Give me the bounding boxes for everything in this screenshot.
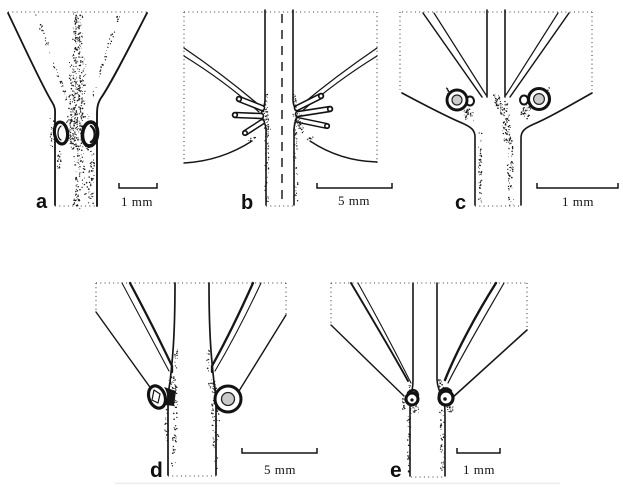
panel-e-branch-left-outer: [330, 324, 405, 397]
panel-d-scalebar: 5 mm: [241, 448, 318, 477]
panel-e-branch-right-mid: [447, 282, 505, 384]
panel-c-label: c: [455, 192, 466, 214]
panel-d-branch-right-thick: [210, 281, 255, 374]
panel-b-scalebar: 5 mm: [316, 183, 393, 208]
panel-b-leafbase-curve-left: [183, 140, 253, 164]
panel-d-stem-edge-right: [208, 282, 217, 476]
panel-c: c 1 mm: [399, 9, 619, 214]
panel-e-scalebar: 1 mm: [456, 448, 501, 477]
panel-d-branch-left-thick: [128, 281, 174, 374]
panel-e-branch-left-inner: [350, 282, 409, 382]
panel-d: d 5 mm: [95, 281, 318, 482]
panel-c-branch-left-outer: [422, 12, 483, 98]
panel-b-stipel-glands: [231, 92, 334, 137]
panel-e-label: e: [390, 459, 402, 482]
panel-e-gland-right: [437, 387, 455, 407]
panel-c-branch-right-inner: [505, 12, 559, 96]
panel-c-scalebar: 1 mm: [536, 183, 619, 209]
panel-e-stem-edge-left: [409, 282, 414, 477]
panel-a-scalebar-text: 1 mm: [121, 194, 153, 209]
panel-d-petiole-line-left: [95, 311, 153, 391]
scan-artifact-line: [115, 482, 560, 485]
panel-b-scalebar-text: 5 mm: [338, 193, 370, 208]
panel-e-branch-right-outer: [451, 329, 528, 399]
panel-d-stippling: [163, 349, 220, 470]
panel-c-branch-left-inner: [433, 12, 487, 96]
panel-e-gland-left: [404, 388, 420, 407]
panel-a-stem-outline-right: [96, 12, 148, 207]
panel-e-scalebar-line: [456, 448, 501, 454]
panel-d-gland-left: [146, 384, 176, 410]
panel-d-scalebar-line: [241, 448, 318, 454]
panel-b-stippling: [247, 93, 314, 203]
panel-e-scalebar-text: 1 mm: [463, 462, 495, 477]
panel-b-leafbase-curve-right: [309, 140, 378, 163]
panel-c-stippling: [445, 87, 550, 206]
panel-a-scalebar-line: [118, 183, 158, 189]
panel-a-label: a: [36, 191, 48, 213]
panel-b-branch-left-upper: [183, 47, 261, 107]
panel-e-branch-left-mid: [357, 282, 412, 384]
panel-d-gland-right: [213, 384, 243, 414]
panel-b: b 5 mm: [183, 9, 393, 214]
panel-d-branch-left-thin: [121, 282, 170, 372]
panel-d-label: d: [150, 459, 163, 482]
panel-a-stem-outline-left: [7, 12, 57, 206]
panel-c-wing-right: [520, 92, 593, 206]
panel-a-gland-right: [80, 120, 100, 148]
panel-c-branch-right-outer: [509, 12, 570, 98]
panel-a-stippling: [35, 11, 121, 209]
panel-c-scalebar-text: 1 mm: [562, 194, 594, 209]
panel-b-scalebar-line: [316, 183, 393, 189]
panel-d-branch-right-thin: [214, 282, 262, 372]
panel-d-petiole-line-right: [238, 314, 287, 392]
panel-d-scalebar-text: 5 mm: [264, 462, 296, 477]
panel-c-scalebar-line: [536, 183, 619, 189]
panel-c-gland-left: [445, 88, 475, 112]
panel-c-gland-right: [519, 86, 552, 112]
panel-a-gland-left: [52, 120, 70, 146]
panel-e-branch-right-inner: [443, 281, 498, 382]
panel-c-wing-left: [401, 92, 476, 206]
panel-b-label: b: [241, 192, 253, 214]
panel-e: e 1 mm: [330, 281, 528, 482]
panel-a: a 1 mm: [7, 11, 158, 213]
panel-a-scalebar: 1 mm: [118, 183, 158, 209]
